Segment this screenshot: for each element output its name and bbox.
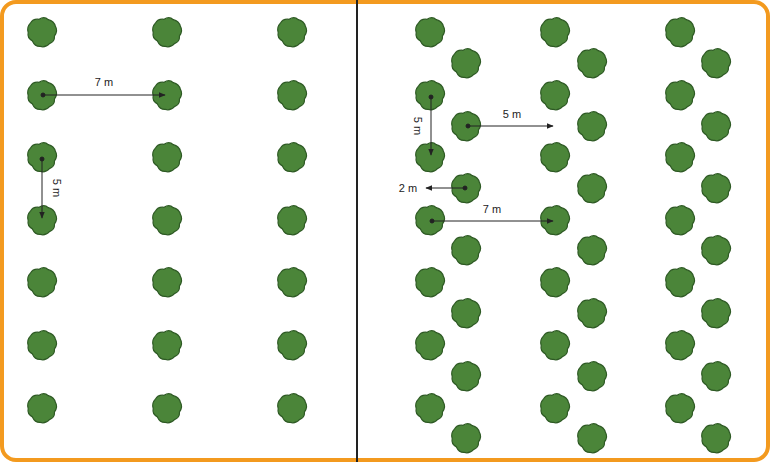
tree-symbol [28, 268, 57, 297]
tree-symbol [416, 18, 445, 47]
dimension-lines [40, 93, 553, 223]
tree-symbol [278, 206, 307, 235]
tree-symbol [278, 394, 307, 423]
tree-symbol [416, 268, 445, 297]
tree-symbol [541, 18, 570, 47]
tree-symbol [278, 331, 307, 360]
tree-symbol [702, 299, 731, 328]
tree-symbol [278, 143, 307, 172]
dimension-line [426, 188, 465, 189]
dimension-label: 5 m [501, 108, 523, 120]
dimension-line [42, 159, 43, 218]
dimension-label: 7 m [481, 203, 503, 215]
tree-symbol [541, 206, 570, 235]
tree-symbol [666, 18, 695, 47]
tree-symbol [578, 112, 607, 141]
tree-symbol [452, 299, 481, 328]
tree-group [28, 18, 731, 453]
dimension-label: 2 m [397, 182, 419, 194]
tree-symbol [541, 268, 570, 297]
tree-symbol [416, 143, 445, 172]
tree-symbol [578, 362, 607, 391]
tree-symbol [666, 331, 695, 360]
dimension-line [431, 97, 432, 155]
tree-symbol [702, 236, 731, 265]
dimension-line [43, 95, 165, 96]
tree-symbol [702, 174, 731, 203]
tree-symbol [541, 394, 570, 423]
dimension-label: 5 m [412, 115, 424, 137]
tree-symbol [666, 143, 695, 172]
tree-symbol [578, 236, 607, 265]
tree-symbol [578, 424, 607, 453]
tree-symbol [416, 394, 445, 423]
tree-symbol [702, 424, 731, 453]
dimension-line [432, 221, 553, 222]
tree-symbol [28, 394, 57, 423]
tree-symbol [452, 236, 481, 265]
tree-symbol [541, 143, 570, 172]
tree-symbol [702, 49, 731, 78]
panel-divider [356, 0, 358, 462]
tree-symbol [666, 268, 695, 297]
dimension-label: 5 m [51, 177, 63, 199]
tree-symbol [153, 18, 182, 47]
tree-symbol [416, 331, 445, 360]
tree-symbol [541, 331, 570, 360]
tree-symbol [452, 49, 481, 78]
tree-symbol [28, 331, 57, 360]
tree-symbol [153, 394, 182, 423]
tree-symbol [452, 424, 481, 453]
tree-symbol [702, 112, 731, 141]
tree-symbol [666, 394, 695, 423]
tree-symbol [278, 268, 307, 297]
tree-symbol [153, 143, 182, 172]
tree-symbol [578, 174, 607, 203]
tree-symbol [28, 18, 57, 47]
tree-symbol [578, 49, 607, 78]
tree-symbol [153, 331, 182, 360]
tree-symbol [702, 362, 731, 391]
tree-symbol [578, 299, 607, 328]
tree-symbol [153, 206, 182, 235]
dimension-label: 7 m [93, 76, 115, 88]
tree-symbol [452, 362, 481, 391]
tree-symbol [153, 268, 182, 297]
dimension-line [468, 126, 553, 127]
tree-symbol [666, 81, 695, 110]
tree-symbol [278, 18, 307, 47]
tree-symbol [416, 206, 445, 235]
tree-symbol [541, 81, 570, 110]
tree-symbol [416, 81, 445, 110]
tree-symbol [666, 206, 695, 235]
tree-symbol [278, 81, 307, 110]
